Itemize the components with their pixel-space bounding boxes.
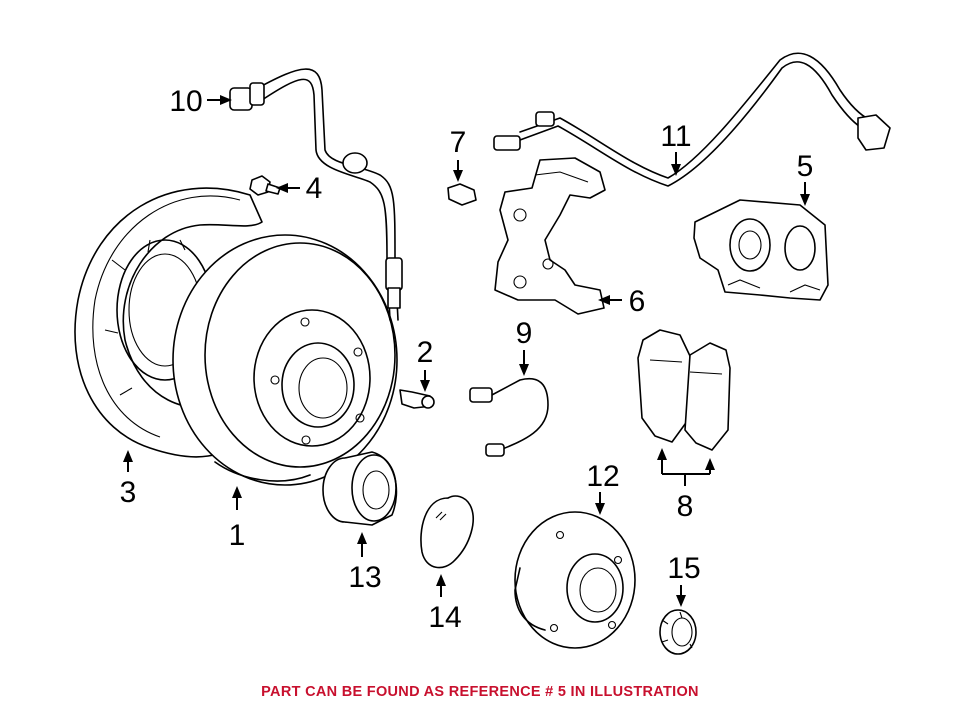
brake-hose-part bbox=[229, 68, 403, 321]
hub-nut-part bbox=[659, 609, 697, 655]
callout-13: 13 bbox=[348, 561, 381, 594]
reference-caption: PART CAN BE FOUND AS REFERENCE # 5 IN IL… bbox=[261, 684, 699, 700]
wear-sensor-long-part bbox=[493, 52, 891, 187]
wheel-hub-part bbox=[514, 511, 636, 649]
callout-11: 11 bbox=[660, 120, 691, 153]
callout-1: 1 bbox=[229, 519, 246, 552]
bolt-part bbox=[399, 389, 435, 409]
snap-ring-part bbox=[420, 495, 474, 569]
caliper-bracket-part bbox=[494, 157, 606, 315]
wear-sensor-short-part bbox=[469, 378, 549, 457]
callout-14: 14 bbox=[428, 601, 461, 634]
brake-caliper-part bbox=[693, 199, 829, 301]
wheel-bearing-part bbox=[322, 451, 398, 526]
callout-2: 2 bbox=[417, 336, 434, 369]
callout-5: 5 bbox=[797, 150, 814, 183]
brake-rotor-part bbox=[172, 234, 398, 486]
caliper-bolt-part bbox=[447, 183, 477, 206]
callout-15: 15 bbox=[667, 552, 700, 585]
shield-bolt-part bbox=[249, 175, 281, 196]
callout-10: 10 bbox=[169, 85, 202, 118]
callout-7: 7 bbox=[450, 126, 467, 159]
callout-6: 6 bbox=[629, 285, 646, 318]
callout-12: 12 bbox=[586, 460, 619, 493]
callout-pointers bbox=[123, 95, 810, 607]
brake-pads-part bbox=[637, 329, 731, 451]
callout-3: 3 bbox=[120, 476, 137, 509]
callout-8: 8 bbox=[677, 490, 694, 523]
callout-4: 4 bbox=[306, 172, 323, 205]
callout-9: 9 bbox=[516, 317, 533, 350]
